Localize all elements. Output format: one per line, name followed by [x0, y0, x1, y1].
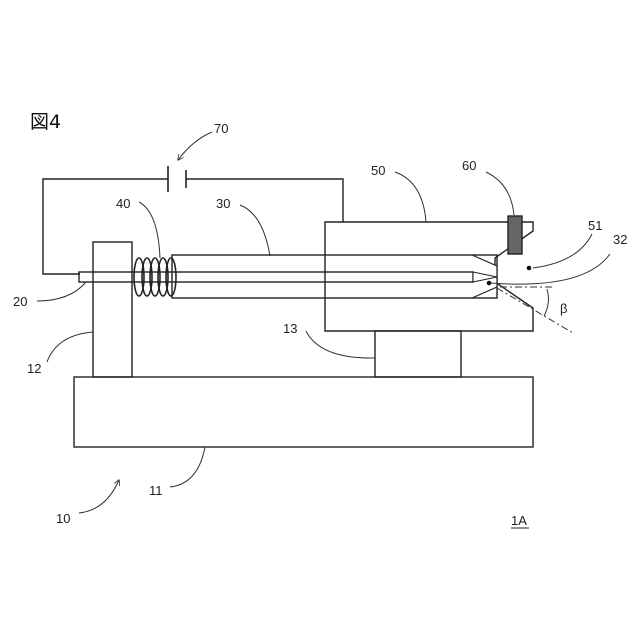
leader-20: [37, 282, 86, 301]
point-32: [487, 281, 492, 286]
electrode-rod: [79, 272, 473, 282]
tube: [172, 255, 497, 298]
base-plate: [74, 377, 533, 447]
label-10: 10: [56, 511, 70, 526]
nozzle-block: [325, 222, 533, 331]
label-70: 70: [214, 121, 228, 136]
figure-title: 図4: [30, 111, 61, 133]
label-beta: β: [560, 301, 567, 316]
leader-13: [306, 331, 375, 358]
leader-12: [47, 332, 93, 362]
label-50: 50: [371, 163, 385, 178]
label-32: 32: [613, 232, 627, 247]
leader-30: [240, 205, 270, 256]
left-support-post: [93, 242, 132, 377]
leader-60: [486, 172, 514, 215]
sensor: [508, 216, 522, 254]
spring: [134, 258, 176, 296]
wire-right: [186, 179, 343, 222]
leader-32: [491, 254, 610, 284]
leader-70: [178, 132, 212, 160]
label-30: 30: [216, 196, 230, 211]
leader-50: [395, 172, 426, 222]
label-13: 13: [283, 321, 297, 336]
figure-id-label: 1A: [511, 513, 527, 528]
angle-arc: [544, 289, 548, 316]
label-60: 60: [462, 158, 476, 173]
label-12: 12: [27, 361, 41, 376]
point-51: [527, 266, 532, 271]
leader-40: [139, 202, 160, 258]
leader-11: [170, 447, 205, 487]
label-51: 51: [588, 218, 602, 233]
leader-10: [79, 480, 119, 513]
label-20: 20: [13, 294, 27, 309]
leader-51: [533, 234, 592, 268]
right-support-post: [375, 331, 461, 377]
label-11: 11: [149, 483, 163, 498]
label-40: 40: [116, 196, 130, 211]
